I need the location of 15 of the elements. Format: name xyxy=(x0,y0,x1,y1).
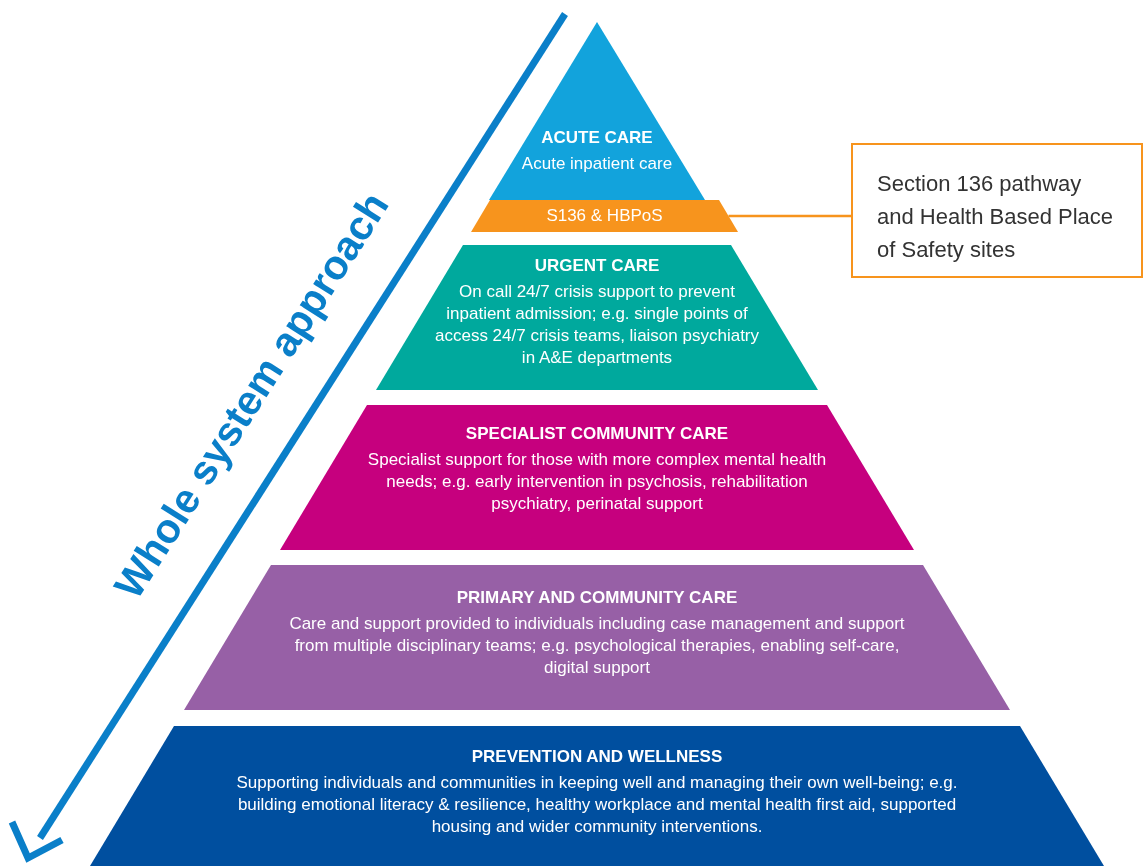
tier-heading: PRIMARY AND COMMUNITY CARE xyxy=(455,587,739,609)
pyramid-tier xyxy=(90,726,1104,866)
tier-description: Supporting individuals and communities in keeping well and managing their own well-being; e.g. building emotional literacy & resilience, healthy workplace and mental health first aid, supported housing and wider community interventions. xyxy=(235,772,959,838)
tier-description: Care and support provided to individuals including case management and support from multiple disciplinary teams; e.g. psychological therapies, enabling self-care, digital support xyxy=(288,613,906,679)
leader-line xyxy=(728,214,851,218)
callout-text: Section 136 pathway and Health Based Place of Safety sites xyxy=(877,171,1114,262)
tier-description: S136 & HBPoS xyxy=(545,205,664,227)
tier-description: Specialist support for those with more complex mental health needs; e.g. early intervention in psychosis, rehabilitation psychiatry, perinatal support xyxy=(366,449,828,515)
tier-description: On call 24/7 crisis support to prevent inpatient admission; e.g. single points of access 24/7 crisis teams, liaison psychiatry in A&E departments xyxy=(433,281,761,369)
tier-heading: URGENT CARE xyxy=(533,255,661,277)
tier-heading: PREVENTION AND WELLNESS xyxy=(470,746,724,768)
tier-heading: SPECIALIST COMMUNITY CARE xyxy=(464,423,730,445)
tier-description: Acute inpatient care xyxy=(520,153,674,175)
tier-heading: ACUTE CARE xyxy=(540,127,654,149)
callout-box xyxy=(851,143,1143,278)
